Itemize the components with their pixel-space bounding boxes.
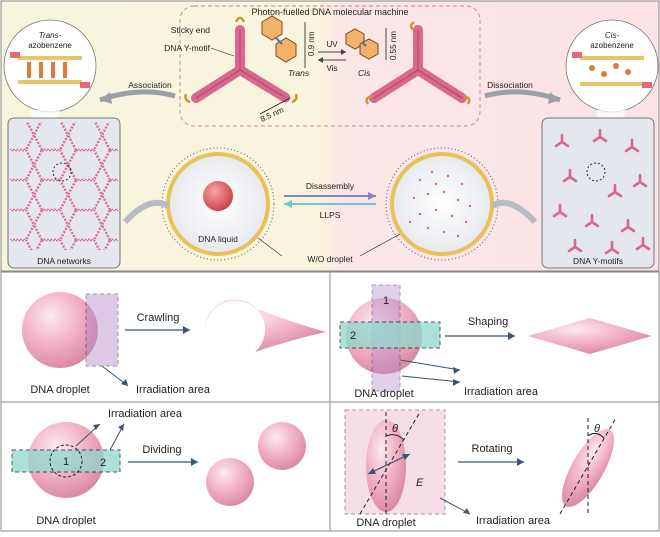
dividing-zone1-label: 1 <box>63 456 69 468</box>
rotating-theta-2: θ <box>594 423 600 435</box>
dividing-inner-circle <box>49 444 83 478</box>
field-vector <box>367 453 411 475</box>
crawling-area-label: Irradiation area <box>136 384 211 396</box>
shaping-area-label: Irradiation area <box>464 386 539 398</box>
crawling-droplet-label: DNA droplet <box>30 384 89 396</box>
dim-line-85 <box>259 97 291 115</box>
crawling-result-droplet <box>204 299 326 352</box>
network-to-droplet-arrow <box>122 199 170 225</box>
shaping-zone-2 <box>339 321 441 349</box>
cis-label: Cis <box>358 68 371 78</box>
dna-liquid-label: DNA liquid <box>198 234 238 244</box>
dividing-zone2-label: 2 <box>100 457 106 469</box>
crawling-irradiation-box <box>85 293 119 367</box>
y-motif-label: DNA Y-motif <box>164 43 210 53</box>
trans-az-title: Trans- <box>39 31 62 40</box>
shaping-panel: 1 2 Shaping DNA droplet Irradiation area <box>339 284 652 400</box>
rotating-verb: Rotating <box>472 443 513 455</box>
shaping-zone1-label: 1 <box>383 295 389 307</box>
dividing-verb: Dividing <box>142 444 181 456</box>
dissociation-label: Dissociation <box>487 80 533 90</box>
right-wo-droplet <box>385 147 499 261</box>
dna-y-motifs-label: DNA Y-motifs <box>573 256 623 266</box>
cis-az-subtitle: azobenzene <box>590 41 634 50</box>
trans-azobenzene-molecule <box>261 15 297 63</box>
wo-droplet-label: W/O droplet <box>307 254 353 264</box>
dim-09-label: 0.9 nm <box>307 31 316 56</box>
trans-duplex-icon <box>10 52 90 88</box>
dividing-panel: 1 2 Irradiation area Dividing DNA drople… <box>11 408 306 527</box>
cis-az-title: Cis- <box>605 31 620 40</box>
rotating-droplet-label: DNA droplet <box>356 517 415 529</box>
dividing-area-label: Irradiation area <box>108 408 183 420</box>
dim-055-label: 0.55 nm <box>389 31 398 60</box>
shaping-result-diamond <box>528 318 652 354</box>
daughter-droplet-2 <box>258 422 306 470</box>
dna-y-motifs-panel <box>541 117 655 269</box>
rotating-area-label: Irradiation area <box>476 515 551 527</box>
shaping-droplet-label: DNA droplet <box>354 388 413 400</box>
crawling-panel: Crawling DNA droplet Irradiation area <box>22 292 326 396</box>
top-section: Photon-fuelled DNA molecular machine Sti… <box>0 0 660 272</box>
dna-liquid-sphere <box>203 181 233 211</box>
y-motif-cis <box>365 20 471 105</box>
machine-title: Photon-fuelled DNA molecular machine <box>251 7 408 17</box>
y-motif-trans <box>184 16 298 104</box>
trans-az-subtitle: azobenzene <box>28 41 72 50</box>
daughter-droplet-1 <box>206 458 254 506</box>
crawling-verb: Crawling <box>137 312 180 324</box>
shaping-verb: Shaping <box>468 316 508 328</box>
disassembly-label: Disassembly <box>306 181 355 191</box>
scattered-y-motifs <box>552 128 651 255</box>
rotating-panel: θ E Rotating θ DNA droplet Irradiation a… <box>344 409 617 529</box>
y-motif-zoom-circle <box>586 162 606 182</box>
field-label: E <box>416 477 424 489</box>
cis-azobenzene-molecule <box>345 28 379 60</box>
motifs-to-droplet-arrow <box>490 199 538 225</box>
uv-label: UV <box>326 40 338 49</box>
crawling-droplet <box>22 292 98 368</box>
network-zoom-circle <box>52 162 72 182</box>
vis-label: Vis <box>327 64 338 73</box>
shaping-zone2-label: 2 <box>350 330 356 342</box>
dna-networks-label: DNA networks <box>37 256 91 266</box>
dividing-band <box>11 449 121 473</box>
bottom-panels <box>0 271 660 532</box>
dividing-droplet-label: DNA droplet <box>36 515 95 527</box>
trans-label: Trans <box>288 68 310 78</box>
llps-label: LLPS <box>320 210 341 220</box>
rotating-theta-1: θ <box>392 423 398 435</box>
hexagonal-network <box>10 122 118 250</box>
sticky-end-label: Sticky end <box>171 25 210 35</box>
cis-duplex-icon <box>572 52 652 88</box>
association-label: Association <box>128 80 172 90</box>
machine-box <box>179 5 481 127</box>
